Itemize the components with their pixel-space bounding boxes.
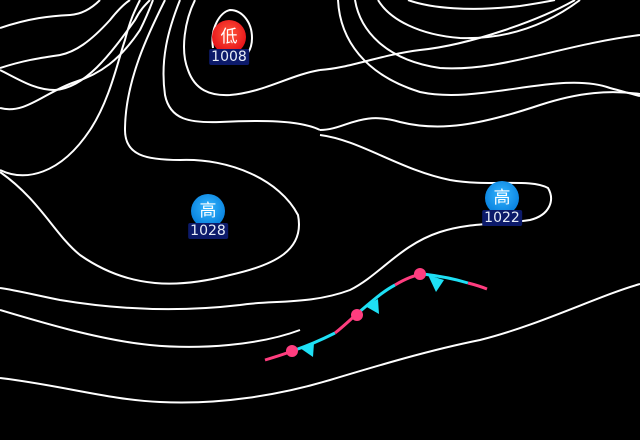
isobar-line <box>0 0 154 111</box>
warm-front-bump <box>414 268 426 280</box>
isobar-line <box>0 0 141 177</box>
isobar-line <box>319 91 640 131</box>
high-pressure-marker[interactable]: 高 1022 <box>478 179 526 227</box>
isobar-line <box>183 0 321 97</box>
isobar-line <box>0 0 131 69</box>
pressure-value: 1022 <box>482 210 522 226</box>
isobar-line <box>354 0 640 70</box>
warm-front-bump <box>286 345 298 357</box>
warm-front-bump <box>351 309 363 321</box>
high-pressure-symbol: 高 <box>191 194 225 228</box>
isobar-line <box>407 0 556 10</box>
high-pressure-symbol: 高 <box>485 181 519 215</box>
isobar-line <box>337 0 640 97</box>
isobar-line <box>319 0 576 71</box>
isobar-line <box>0 0 151 92</box>
low-pressure-marker[interactable]: 低 1008 <box>205 18 253 66</box>
isobar-line <box>0 283 640 404</box>
cold-front-triangle <box>428 275 444 292</box>
isobar-line <box>0 0 101 29</box>
pressure-value: 1028 <box>188 223 228 239</box>
pressure-value: 1008 <box>209 49 249 65</box>
isobar-line <box>162 0 321 131</box>
isobar-line <box>0 309 301 348</box>
low-pressure-symbol: 低 <box>212 20 246 54</box>
stationary-front <box>264 268 488 362</box>
isobar-line <box>0 134 552 311</box>
isobar-line <box>0 0 301 285</box>
isobars <box>0 0 640 404</box>
cold-front-triangle <box>365 299 379 314</box>
high-pressure-marker[interactable]: 高 1028 <box>184 192 232 240</box>
isobar-line <box>377 0 581 40</box>
cold-front-triangle <box>300 343 314 357</box>
